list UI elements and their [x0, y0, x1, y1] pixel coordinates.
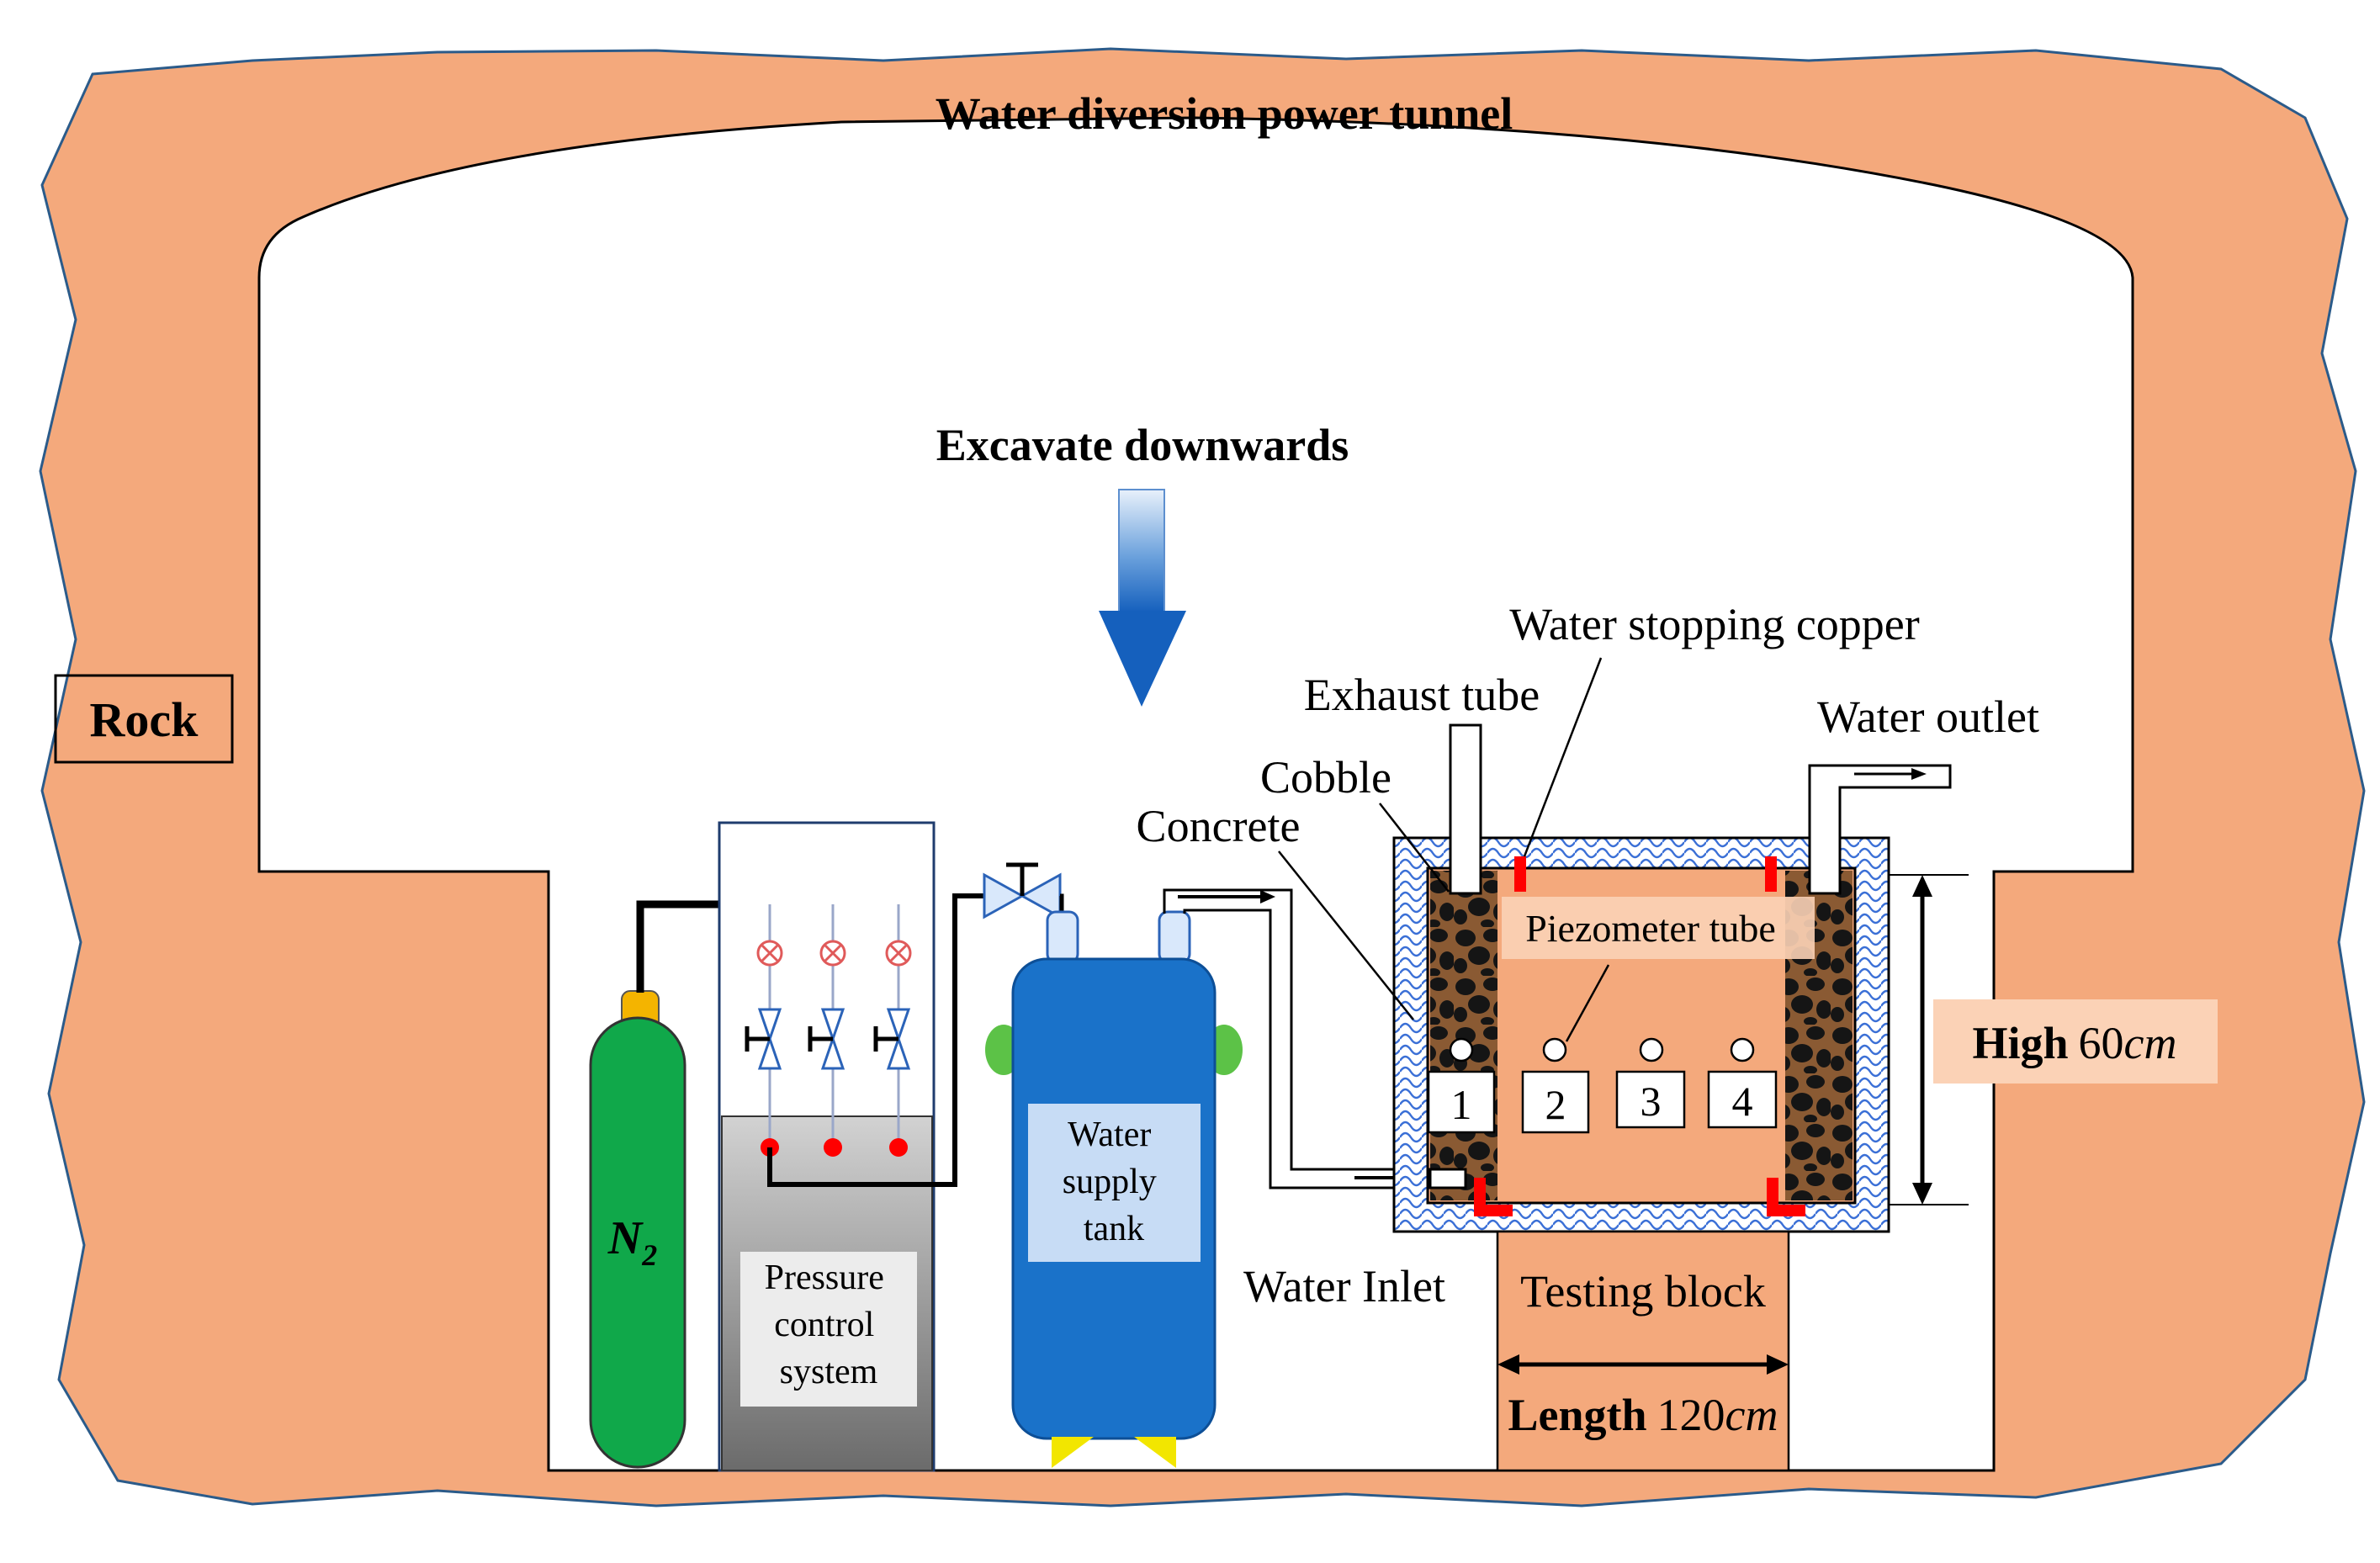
inlet-stub: [1429, 1168, 1467, 1189]
cobble-leader: [1379, 803, 1450, 893]
water-inlet-pipe-inner: [1183, 909, 1466, 1189]
arrow-right-icon: [1911, 768, 1927, 780]
piezometer-4: 4: [1707, 1037, 1778, 1129]
water-stopping-copper-label: Water stopping copper: [1509, 599, 1920, 649]
svg-text:1: 1: [1451, 1081, 1472, 1128]
testing-block-column: [1496, 1230, 1790, 1472]
rock-label-box: [54, 674, 234, 764]
piezometer-3: 3: [1615, 1037, 1686, 1129]
piezometer-label: Piezometer tube: [1525, 907, 1776, 950]
cobble-left: [1430, 871, 1497, 1200]
valve-icon: [983, 862, 1062, 919]
pressure-label-box: [740, 1252, 917, 1407]
tank-label-box: [1028, 1104, 1201, 1262]
piezometer-leader: [1565, 964, 1610, 1042]
exhaust-tube: [1449, 723, 1482, 895]
svg-text:4: 4: [1732, 1078, 1753, 1125]
arrow-right-icon: [1767, 1354, 1789, 1375]
water-inlet-label: Water Inlet: [1243, 1261, 1445, 1311]
pressure-label: Pressure control system: [765, 1258, 893, 1391]
rock-label: Rock: [90, 692, 199, 747]
concrete-label: Concrete: [1137, 801, 1301, 851]
arrow-left-icon: [1497, 1354, 1519, 1375]
water-inlet-pipe: [1163, 888, 1466, 1171]
valve-handles: [745, 1026, 898, 1052]
water-stopping-copper: [1474, 856, 1805, 1216]
testing-block-label: Testing block: [1520, 1266, 1766, 1317]
piezometer-label-box: [1502, 897, 1815, 959]
svg-text:3: 3: [1641, 1078, 1662, 1125]
tunnel-title: Water diversion power tunnel: [936, 88, 1513, 139]
tank-inlet-pipe: [1059, 893, 1064, 913]
piezometer-2: 2: [1521, 1037, 1590, 1134]
concrete-leader: [1278, 850, 1414, 1020]
water-outlet-label: Water outlet: [1817, 691, 2039, 742]
valve-icon: [757, 1008, 911, 1070]
water-outlet-tube: [1808, 764, 1952, 895]
svg-text:2: 2: [1545, 1081, 1566, 1128]
excavate-label: Excavate downwards: [936, 420, 1349, 470]
cobble-label: Cobble: [1260, 752, 1391, 803]
arrow-up-icon: [1912, 875, 1932, 897]
pressure-output-pipe: [767, 893, 984, 1187]
height-label-box: [1933, 999, 2218, 1084]
pressure-junctions: [761, 1138, 908, 1157]
arrow-down-icon: [1099, 489, 1186, 707]
gauge-icon: [756, 940, 912, 967]
copper-leader: [1523, 657, 1603, 857]
gas-cylinder-icon: [589, 990, 686, 1469]
arrow-down-icon: [1912, 1183, 1932, 1205]
exhaust-tube-label: Exhaust tube: [1304, 670, 1540, 720]
piezometer-1: 1: [1427, 1037, 1496, 1134]
gas-label: N2: [607, 1212, 657, 1272]
tank-label: Water supply tank: [1063, 1115, 1166, 1248]
arrow-right-icon: [1260, 890, 1275, 903]
